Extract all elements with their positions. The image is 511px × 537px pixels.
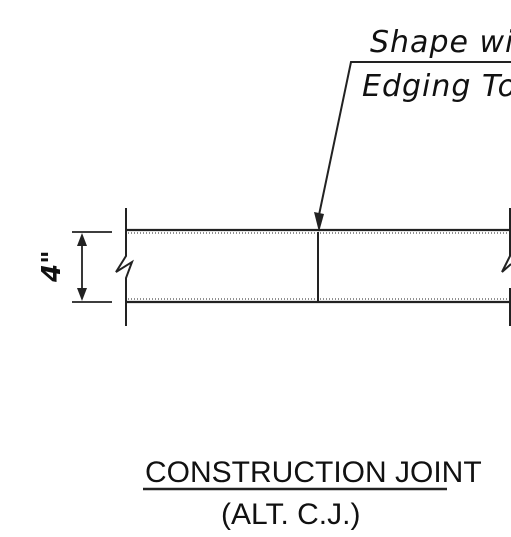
right-break-line xyxy=(501,208,511,326)
callout-arrowhead xyxy=(314,212,324,232)
slab-top-edge xyxy=(126,228,511,234)
left-break-line xyxy=(115,208,134,326)
dimension-arrow-bottom xyxy=(77,288,87,301)
detail-title: CONSTRUCTION JOINT xyxy=(145,456,482,489)
detail-subtitle: (ALT. C.J.) xyxy=(221,498,360,531)
callout-leader-line xyxy=(318,61,511,216)
dimension-label: 4" xyxy=(37,250,67,283)
callout-text-line1: Shape with xyxy=(370,25,511,60)
callout-text-line2: Edging Too xyxy=(362,69,511,104)
dimension-arrow-top xyxy=(77,233,87,246)
